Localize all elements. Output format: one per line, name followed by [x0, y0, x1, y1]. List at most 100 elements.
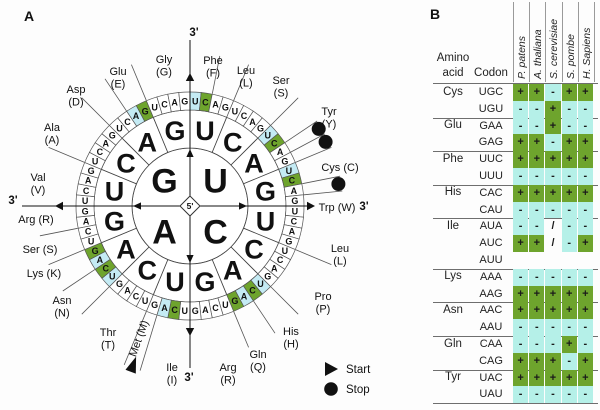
second-base-letter: U [195, 116, 215, 146]
third-base-letter: G [285, 237, 292, 247]
amino-acid-cell: Cys [443, 85, 463, 98]
third-base-letter: A [277, 147, 284, 157]
met-start-label: Met (M) [127, 319, 151, 359]
presence-cell: - [529, 117, 545, 135]
presence-cell: + [529, 302, 545, 320]
presence-cell: - [577, 168, 593, 185]
presence-cell [513, 252, 528, 269]
amino-label: Ser [272, 75, 289, 87]
table-rule [433, 83, 598, 84]
legend-start-label: Start [346, 364, 371, 376]
presence-cell: - [513, 336, 529, 353]
presence-cell: + [577, 369, 593, 387]
third-base-letter: G [192, 306, 199, 316]
third-base-letter: C [161, 99, 168, 109]
presence-cell: - [529, 201, 545, 219]
three-prime-label: 3' [189, 27, 198, 39]
third-base-letter: G [231, 296, 238, 306]
amino-label: Tyr [321, 106, 337, 118]
species-header: H. Sapiens [580, 27, 593, 79]
first-base-letter: C [203, 214, 228, 252]
presence-cell: + [561, 285, 577, 303]
amino-acid-cell: Tyr [445, 371, 461, 384]
presence-cell: - [513, 268, 529, 286]
amino-label: Leu [331, 243, 349, 255]
third-base-letter: C [202, 97, 209, 107]
amino-label: His [283, 326, 299, 338]
codon-cell: AAG [479, 287, 503, 300]
third-base-letter: C [83, 186, 90, 196]
third-base-letter: G [88, 166, 95, 176]
third-base-letter: G [109, 131, 116, 141]
third-base-letter: G [116, 279, 123, 289]
species-column-divider [561, 2, 563, 82]
presence-cell: - [561, 117, 577, 135]
group-divider [433, 403, 598, 405]
third-base-letter: A [133, 111, 140, 121]
presence-cell: - [561, 218, 577, 236]
third-base-letter: A [171, 97, 178, 107]
third-base-letter: A [83, 217, 90, 227]
presence-cell: - [561, 168, 577, 185]
presence-cell: + [577, 235, 593, 252]
third-base-letter: A [85, 176, 92, 186]
table-header-codon: Codon [474, 67, 508, 79]
amino-acid-cell: Asn [443, 303, 463, 316]
second-base-letter: C [137, 256, 157, 286]
amino-label: Arg (R) [18, 214, 53, 226]
stop-dot-UGA [331, 177, 346, 191]
presence-cell: + [513, 369, 529, 387]
presence-cell: - [577, 268, 593, 286]
second-base-letter: A [137, 128, 157, 158]
presence-cell: - [513, 117, 529, 135]
third-base-letter: A [102, 139, 109, 149]
presence-cell [578, 252, 593, 269]
stop-codon-dots [311, 121, 346, 191]
second-base-letter: G [255, 177, 276, 207]
presence-cell: - [529, 386, 545, 404]
amino-label: (H) [283, 339, 298, 351]
presence-cell [545, 252, 560, 269]
species-header: S. cerevisiae [548, 18, 561, 79]
label-divider-lines [39, 55, 343, 371]
second-base-letter: G [164, 116, 185, 146]
amino-acid-labels: Phe(F)Leu(L)Ser(S)Tyr(Y)Cys (C)Trp (W)Le… [18, 54, 358, 387]
third-base-letter: A [291, 186, 298, 196]
third-base-letter: C [171, 305, 178, 315]
third-base-letter: C [277, 255, 284, 265]
amino-label: Glu [109, 66, 126, 78]
presence-cell: + [529, 285, 545, 303]
presence-cell [529, 252, 544, 269]
amino-label: Gly [156, 54, 173, 66]
third-base-letter: C [133, 291, 140, 301]
presence-cell: - [577, 336, 593, 353]
third-base-letter: U [116, 123, 123, 133]
third-base-letter: U [142, 296, 149, 306]
third-base-letter: G [257, 123, 264, 133]
presence-cell: + [545, 369, 561, 387]
amino-label: (A) [45, 135, 60, 147]
presence-cell: + [561, 184, 577, 202]
start-triangle-marker [125, 356, 137, 374]
presence-cell: + [529, 352, 545, 370]
legend-stop-icon [324, 382, 338, 396]
amino-label: Ala [44, 122, 61, 134]
codon-cell: GAA [479, 119, 503, 132]
third-base-letter: A [241, 291, 248, 301]
third-base-letter: U [88, 237, 95, 247]
third-base-letter: C [271, 139, 278, 149]
amino-label: (F) [206, 68, 220, 80]
presence-cell: - [513, 386, 529, 404]
amino-label: Phe [203, 55, 223, 67]
species-column-divider [577, 2, 579, 82]
third-base-letter: G [281, 156, 288, 166]
presence-cell: + [561, 369, 577, 387]
amino-acid-cell: Ile [446, 219, 460, 232]
presence-cell: / [551, 237, 555, 250]
presence-cell: + [545, 184, 561, 202]
presence-cell: + [513, 352, 529, 370]
presence-cell: - [561, 319, 577, 336]
presence-cell: + [513, 134, 529, 152]
